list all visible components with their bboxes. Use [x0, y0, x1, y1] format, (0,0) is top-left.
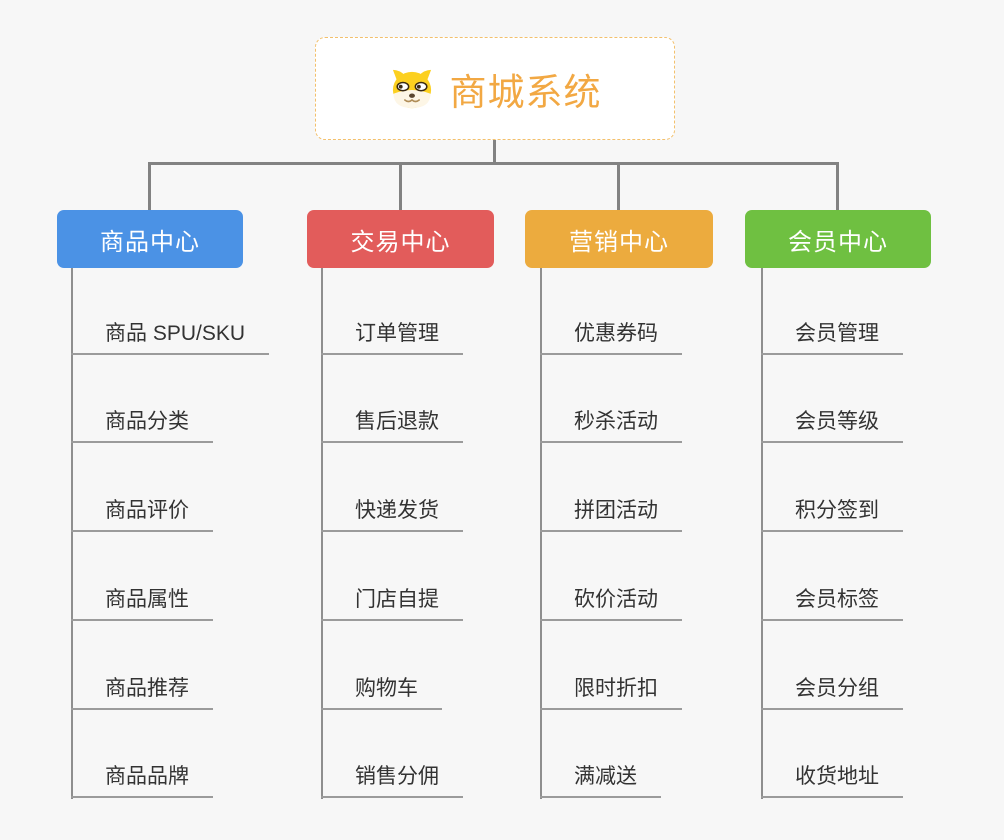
- connector-drop-marketing: [617, 162, 620, 210]
- branch-spine-product: [71, 268, 73, 799]
- leaf-item[interactable]: 积分签到: [761, 498, 903, 532]
- connector-drop-member: [836, 162, 839, 210]
- branch-header-trade[interactable]: 交易中心: [307, 210, 494, 268]
- leaf-item[interactable]: 商品评价: [71, 498, 213, 532]
- leaf-item[interactable]: 满减送: [540, 764, 661, 798]
- leaf-item[interactable]: 优惠券码: [540, 321, 682, 355]
- leaf-item[interactable]: 商品属性: [71, 587, 213, 621]
- branch-spine-trade: [321, 268, 323, 799]
- dog-icon: [392, 69, 431, 108]
- root-node[interactable]: 商城系统: [315, 37, 675, 140]
- branch-header-product[interactable]: 商品中心: [57, 210, 243, 268]
- connector-drop-trade: [399, 162, 402, 210]
- leaf-item[interactable]: 拼团活动: [540, 498, 682, 532]
- branch-spine-marketing: [540, 268, 542, 799]
- leaf-item[interactable]: 订单管理: [321, 321, 463, 355]
- branch-spine-member: [761, 268, 763, 799]
- leaf-item[interactable]: 购物车: [321, 676, 442, 710]
- connector-horizontal-bar: [148, 162, 839, 165]
- connector-drop-product: [148, 162, 151, 210]
- root-title: 商城系统: [449, 71, 602, 113]
- branch-header-marketing[interactable]: 营销中心: [525, 210, 713, 268]
- leaf-item[interactable]: 快递发货: [321, 498, 463, 532]
- leaf-item[interactable]: 限时折扣: [540, 676, 682, 710]
- leaf-item[interactable]: 商品品牌: [71, 764, 213, 798]
- leaf-item[interactable]: 会员标签: [761, 587, 903, 621]
- leaf-item[interactable]: 会员等级: [761, 409, 903, 443]
- leaf-item[interactable]: 秒杀活动: [540, 409, 682, 443]
- leaf-item[interactable]: 售后退款: [321, 409, 463, 443]
- leaf-item[interactable]: 商品分类: [71, 409, 213, 443]
- leaf-item[interactable]: 门店自提: [321, 587, 463, 621]
- leaf-item[interactable]: 销售分佣: [321, 764, 463, 798]
- leaf-item[interactable]: 商品 SPU/SKU: [71, 321, 270, 355]
- leaf-item[interactable]: 砍价活动: [540, 587, 682, 621]
- branch-header-member[interactable]: 会员中心: [745, 210, 931, 268]
- connector-root-stub: [493, 139, 496, 165]
- leaf-item[interactable]: 收货地址: [761, 764, 903, 798]
- leaf-item[interactable]: 商品推荐: [71, 676, 213, 710]
- leaf-item[interactable]: 会员管理: [761, 321, 903, 355]
- leaf-item[interactable]: 会员分组: [761, 676, 903, 710]
